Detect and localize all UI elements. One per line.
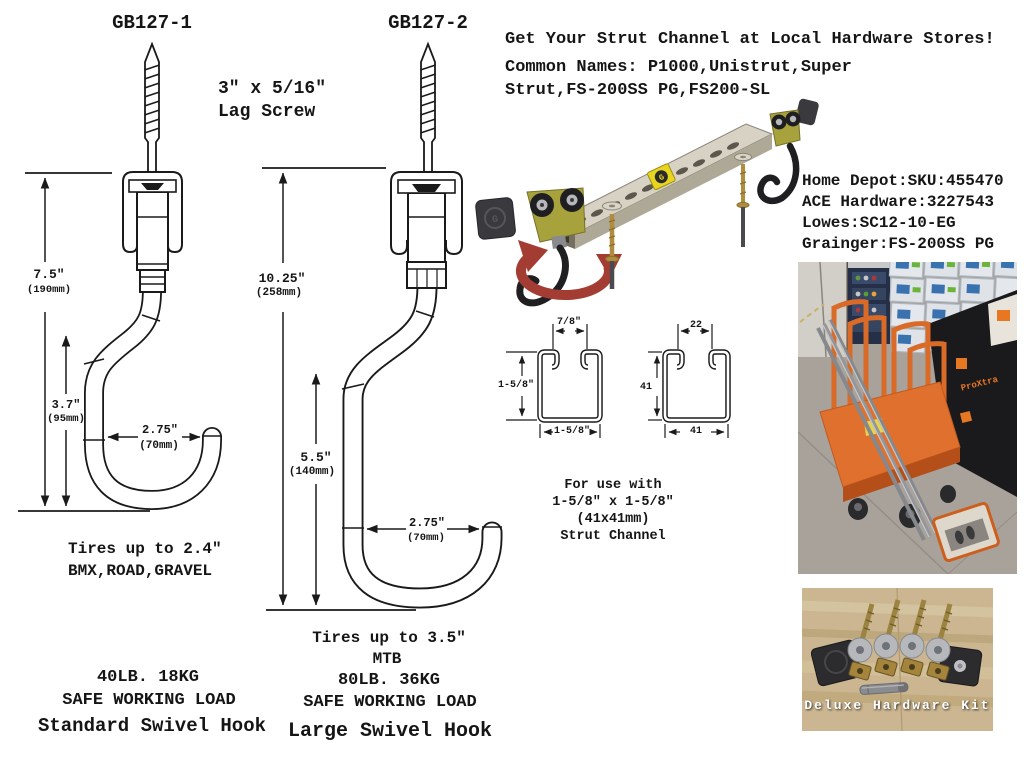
- lag-screw-size: 3" x 5/16": [218, 79, 327, 99]
- store-photo: ProXtra: [798, 262, 1017, 574]
- retailer-home-depot: Home Depot:SKU:455470: [802, 172, 1004, 190]
- for-use-1: For use with: [564, 478, 662, 493]
- standard-hook-drawing: [83, 171, 222, 511]
- kit-end-cap-right: [937, 645, 983, 687]
- kit-screws: [847, 599, 953, 681]
- lg-bike-types: MTB: [372, 650, 402, 668]
- cross-section-metric: [648, 324, 731, 438]
- lg-height-mm: (258mm): [255, 287, 303, 299]
- hardware-kit-photo: Deluxe Hardware Kit: [802, 588, 993, 731]
- cs-imp-width: 1-5/8": [553, 426, 591, 437]
- lg-name: Large Swivel Hook: [287, 720, 493, 743]
- standard-dimension-lines: [40, 177, 201, 507]
- for-use-2: 1-5/8" x 1-5/8": [552, 495, 674, 510]
- std-load: 40LB. 18KG: [96, 668, 200, 687]
- lag-screw-label: Lag Screw: [218, 102, 316, 122]
- kit-caption: Deluxe Hardware Kit: [804, 698, 991, 713]
- std-tires: Tires up to 2.4": [68, 540, 222, 558]
- exploded-render: G G: [475, 98, 819, 307]
- large-model-label: GB127-2: [388, 12, 468, 34]
- retailer-grainger: Grainger:FS-200SS PG: [802, 235, 995, 253]
- rotation-arrow: [516, 240, 622, 301]
- reference-lines: [18, 167, 416, 611]
- std-opening-height-in: 3.7": [51, 398, 81, 412]
- retailer-lowes: Lowes:SC12-10-EG: [802, 214, 956, 232]
- hardware-kit-art: [802, 588, 993, 731]
- large-dimension-lines: [278, 172, 480, 606]
- cs-met-width: 41: [689, 426, 703, 437]
- store-photo-art: ProXtra: [798, 262, 1017, 574]
- for-use-3: (41x41mm): [576, 512, 650, 527]
- trolley-render: [516, 187, 586, 307]
- cs-imp-opening: 7/8": [556, 317, 582, 328]
- lg-tires: Tires up to 3.5": [312, 629, 466, 647]
- std-bike-types: BMX,ROAD,GRAVEL: [68, 562, 213, 580]
- standard-model-label: GB127-1: [112, 12, 192, 34]
- lg-load-label: SAFE WORKING LOAD: [303, 693, 477, 712]
- std-height-in: 7.5": [33, 267, 65, 282]
- std-opening-width-in: 2.75": [141, 423, 179, 437]
- lg-opening-width-in: 2.75": [408, 516, 446, 530]
- lg-opening-height-in: 5.5": [300, 450, 332, 465]
- std-opening-height-mm: (95mm): [47, 413, 85, 425]
- lg-load: 80LB. 36KG: [337, 671, 441, 690]
- retailer-ace: ACE Hardware:3227543: [802, 193, 995, 211]
- mounting-hardware-render: [602, 152, 752, 289]
- trolley-render-right: [757, 98, 819, 205]
- cs-imp-height: 1-5/8": [497, 380, 535, 391]
- badge-logo: G: [658, 173, 666, 183]
- std-load-label: SAFE WORKING LOAD: [62, 691, 236, 710]
- large-hook-drawing: [341, 171, 503, 609]
- strut-channels-on-cart: [816, 319, 938, 541]
- for-use-4: Strut Channel: [560, 529, 666, 544]
- lg-opening-width-mm: (70mm): [407, 532, 445, 544]
- common-names-1: Common Names: P1000,Unistrut,Super: [505, 58, 852, 77]
- channel-badge: G: [647, 163, 676, 191]
- driver-bit: [859, 682, 909, 695]
- floor-sticker: [932, 501, 1000, 563]
- std-height-mm: (190mm): [26, 284, 72, 296]
- headline: Get Your Strut Channel at Local Hardware…: [505, 30, 995, 49]
- std-opening-width-mm: (70mm): [139, 440, 179, 452]
- lg-opening-height-mm: (140mm): [288, 466, 336, 478]
- common-names-2: Strut,FS-200SS PG,FS200-SL: [505, 81, 771, 100]
- std-name: Standard Swivel Hook: [37, 715, 267, 737]
- cross-section-imperial: [506, 324, 603, 438]
- cap-logo: G: [492, 215, 499, 227]
- cs-met-opening: 22: [689, 320, 703, 331]
- end-cap-render: G: [475, 197, 516, 240]
- cs-met-height: 41: [639, 382, 653, 393]
- lg-height-in: 10.25": [258, 271, 306, 286]
